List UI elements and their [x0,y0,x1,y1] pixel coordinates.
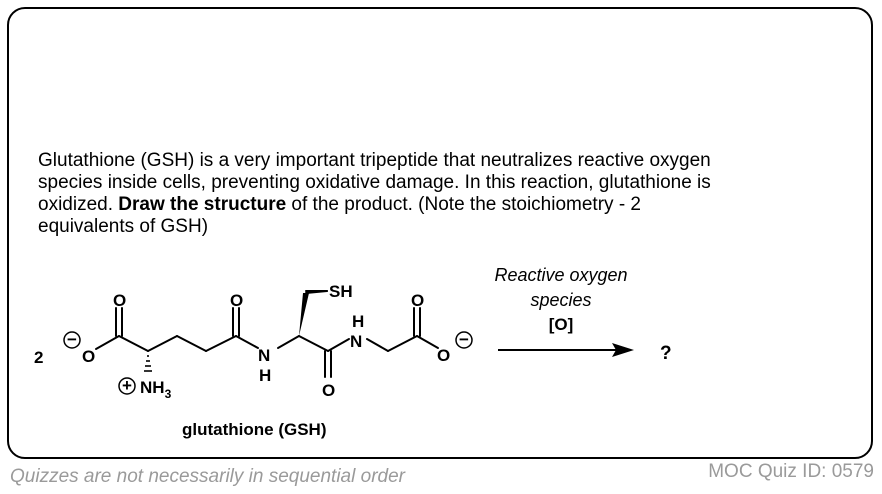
quiz-id: MOC Quiz ID: 0579 [708,461,874,482]
question-part1: Glutathione (GSH) is a very important tr… [38,150,711,215]
minus-charge-left [63,331,81,349]
hashed-wedge-bond [144,355,152,372]
skeletal-bonds [95,290,439,378]
reaction-arrow [498,343,634,357]
question-bold: Draw the structure [118,194,287,215]
atom-o-carbonyl-2: O [230,291,243,310]
atom-o-carboxylate-left: O [82,347,95,366]
reagent-line-3: [O] [549,315,574,334]
plus-sign: + [122,376,132,395]
atom-h-amide-1: H [259,366,271,385]
atom-n-amide-2: N [350,332,362,351]
question-part2: of the product. (Note the stoichiometry … [38,194,641,237]
atom-o-carbonyl-1: O [113,291,126,310]
atom-o-carboxylate-right: O [437,346,450,365]
atom-o-carbonyl-3: O [322,381,335,400]
atom-o-carbonyl-4: O [411,291,424,310]
plus-charge [118,377,136,395]
reaction-scheme: 2 − [34,265,672,439]
product-question-mark: ? [660,343,672,364]
coefficient: 2 [34,348,43,367]
nh-subscript: 3 [165,387,172,401]
reagent-line-2: species [530,290,591,310]
bold-wedge-bond [299,293,309,336]
nh-text: NH [140,378,165,397]
atom-h-amide-2: H [352,312,364,331]
question-text: Glutathione (GSH) is a very important tr… [38,150,738,238]
reagent-line-1: Reactive oxygen [494,265,627,285]
molecule-name: glutathione (GSH) [182,420,326,439]
quiz-card [7,7,873,459]
footer-note: Quizzes are not necessarily in sequentia… [10,466,405,487]
atom-sh: SH [329,282,353,301]
atom-n-amide-1: N [258,346,270,365]
minus-sign-right: − [459,330,469,349]
side-chain-bond [305,290,328,294]
atom-nh3: NH3 [140,378,172,401]
minus-sign-left: − [67,330,77,349]
minus-charge-right [455,331,473,349]
